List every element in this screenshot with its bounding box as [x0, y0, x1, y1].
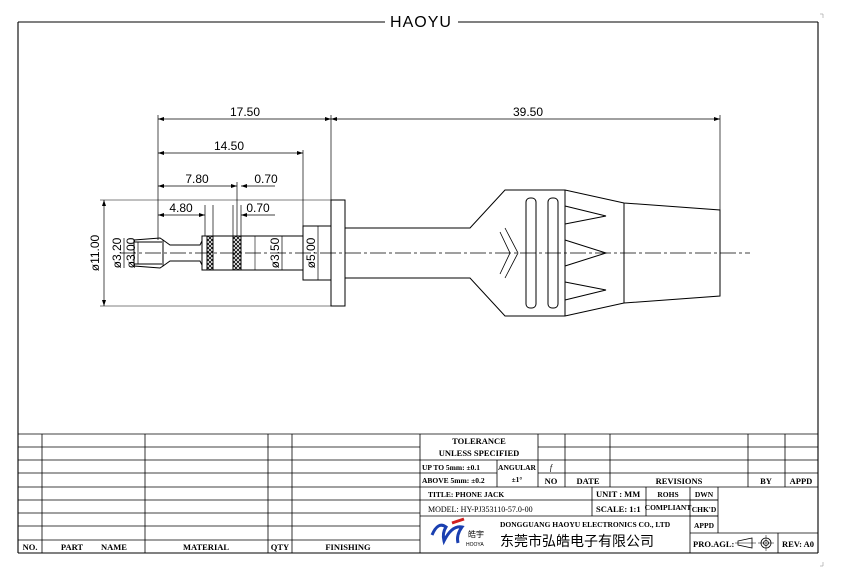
body-housing: [345, 189, 721, 317]
dim-dia-3-50: ø3.50: [268, 237, 282, 268]
dim-dia-3-00: ø3.00: [124, 237, 138, 268]
dim-dia-5-00: ø5.00: [304, 237, 318, 268]
col-finishing: FINISHING: [325, 542, 371, 552]
projection-symbol-icon: [735, 535, 774, 551]
compliant-label: COMPLIANT: [645, 503, 692, 512]
col-part: PART: [61, 542, 84, 552]
scale-label: SCALE: 1:1: [596, 504, 641, 514]
col-qty: QTY: [271, 542, 289, 552]
corner-marks: [820, 13, 824, 567]
tolerance-label: TOLERANCE: [452, 436, 506, 446]
tol-above: ABOVE 5mm: ±0.2: [422, 476, 485, 485]
tol-up-to: UP TO 5mm: ±0.1: [422, 463, 480, 472]
knurl-ring-1: [206, 235, 214, 271]
dimension-lines: [100, 115, 721, 307]
rev-no: NO: [545, 476, 558, 486]
dimension-arrows: [102, 117, 720, 306]
unit-label: UNIT : MM: [596, 489, 640, 499]
dim-4-80: 4.80: [169, 201, 193, 215]
tolerance-block: TOLERANCE UNLESS SPECIFIED UP TO 5mm: ±0…: [422, 436, 554, 485]
dim-0-70-bot: 0.70: [246, 201, 270, 215]
rev-revisions: REVISIONS: [656, 476, 703, 486]
pro-agl-label: PRO.AGL:: [693, 539, 734, 549]
revision-headers: NO DATE REVISIONS BY APPD: [545, 476, 813, 486]
phone-jack-drawing: [120, 189, 750, 317]
flange: [330, 199, 346, 307]
grip-slot-1: [525, 197, 537, 309]
angular-label: ANGULAR: [498, 463, 537, 472]
revision-mark: f: [550, 463, 554, 472]
drawing-title: TITLE: PHONE JACK: [428, 490, 504, 499]
model-label: MODEL: HY-PJ353110-57.0-00: [428, 505, 533, 514]
rev-date: DATE: [577, 476, 600, 486]
tip-neck: [162, 239, 203, 267]
dwn-label: DWN: [695, 490, 714, 499]
dim-39-50: 39.50: [513, 105, 543, 119]
rohs-label: ROHS: [657, 490, 678, 499]
dim-dia-11: ø11.00: [88, 234, 102, 271]
company-logo: 皓宇 HOOYA: [430, 517, 484, 548]
sheet-border: [17, 21, 819, 554]
unless-specified: UNLESS SPECIFIED: [439, 448, 520, 458]
rev-value: REV: A0: [782, 539, 814, 549]
dim-7-80: 7.80: [185, 172, 209, 186]
title-info: TITLE: PHONE JACK UNIT : MM ROHS COMPLIA…: [428, 489, 814, 550]
col-material: MATERIAL: [183, 542, 229, 552]
dim-0-70-top: 0.70: [254, 172, 278, 186]
grip-slot-2: [547, 197, 559, 309]
logo-cn: 皓宇: [468, 529, 484, 539]
sheet-title: HAOYU: [390, 14, 452, 31]
parts-table-headers: NO. PART NAME MATERIAL QTY FINISHING: [23, 542, 371, 552]
dim-14-50: 14.50: [214, 139, 244, 153]
dim-17-50: 17.50: [230, 105, 260, 119]
grip-spikes: [564, 205, 608, 301]
company-en: DONGGUANG HAOYU ELECTRONICS CO., LTD: [500, 520, 671, 529]
appd-label: APPD: [694, 521, 715, 530]
col-no: NO.: [23, 542, 38, 552]
logo-en: HOOYA: [466, 542, 484, 548]
rev-by: BY: [760, 476, 772, 486]
angular-value: ±1°: [512, 475, 523, 484]
knurl-ring-2: [232, 235, 242, 271]
dim-dia-3-20: ø3.20: [110, 237, 124, 268]
rev-appd: APPD: [790, 476, 813, 486]
col-name: NAME: [101, 542, 127, 552]
company-cn: 东莞市弘皓电子有限公司: [500, 533, 654, 550]
chkd-label: CHK'D: [692, 505, 717, 514]
title-block-grid: [18, 433, 818, 553]
dimension-texts: 17.50 39.50 14.50 7.80 0.70 4.80 0.70 ø1…: [88, 105, 543, 271]
